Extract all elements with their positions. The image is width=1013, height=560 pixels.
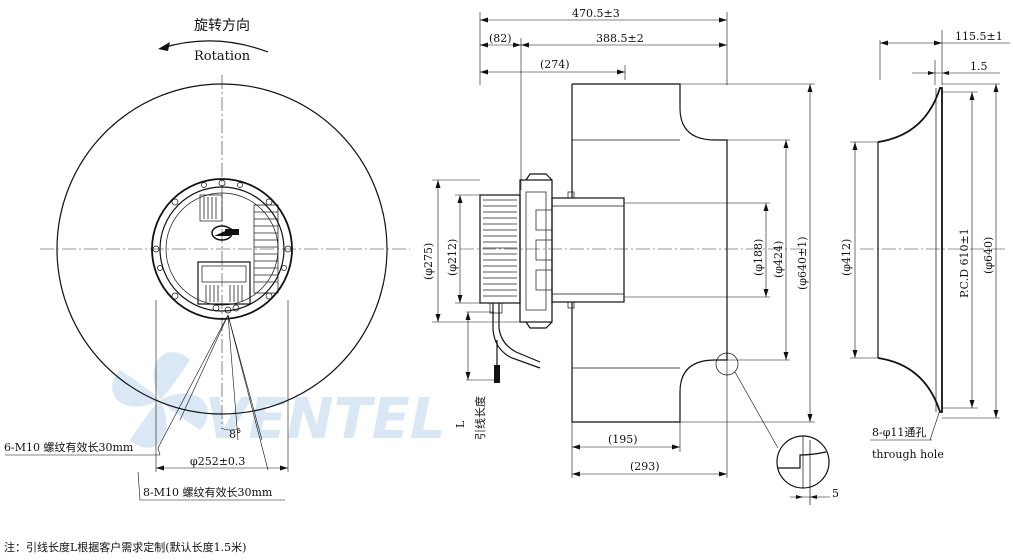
dim-total-length: 470.5±3 bbox=[572, 7, 620, 20]
dia-252-label: φ252±0.3 bbox=[190, 455, 245, 468]
dim-phi-188: (φ188) bbox=[752, 239, 765, 276]
holes-label-cn: 8-φ11通孔 bbox=[872, 426, 926, 439]
dim-82: (82) bbox=[489, 32, 512, 45]
inlet-ring-profile bbox=[877, 87, 943, 413]
rotation-arrow bbox=[161, 40, 269, 53]
dim-phi-424: (φ424) bbox=[772, 241, 785, 278]
impeller-side-profile bbox=[571, 83, 728, 423]
watermark: VENTEL bbox=[112, 352, 446, 452]
dim-phi-640-ring: (φ640) bbox=[982, 237, 995, 274]
dim-293: (293) bbox=[630, 460, 660, 473]
m10-6-label: 6-M10 螺纹有效长30mm bbox=[4, 440, 134, 454]
rotation-label-cn: 旋转方向 bbox=[194, 18, 250, 34]
brand-logo-icon bbox=[211, 225, 239, 241]
dim-phi-275: (φ275) bbox=[422, 243, 435, 280]
front-view: 旋转方向 Rotation bbox=[4, 18, 410, 501]
flange-bolt-holes bbox=[152, 179, 292, 300]
dim-388: 388.5±2 bbox=[596, 32, 644, 45]
impeller-hub bbox=[551, 197, 625, 303]
rotation-label-en: Rotation bbox=[194, 49, 251, 64]
dim-phi-212: (φ212) bbox=[446, 239, 459, 276]
note-text: 注：引线长度L根据客户需求定制(默认长度1.5米) bbox=[4, 540, 246, 554]
dim-phi-412: (φ412) bbox=[840, 239, 853, 276]
motor-heatsink-top bbox=[199, 194, 223, 222]
lead-length-label: 引线长度 bbox=[473, 396, 487, 440]
m10-8-label: 8-M10 螺纹有效长30mm bbox=[143, 485, 273, 499]
dim-1-5: 1.5 bbox=[970, 60, 988, 73]
lead-cable bbox=[492, 303, 541, 369]
rotation-arrow-head bbox=[158, 42, 170, 51]
junction-box bbox=[197, 261, 251, 314]
holes-label-en: through hole bbox=[872, 448, 944, 461]
watermark-fan-icon bbox=[112, 352, 208, 448]
dim-195: (195) bbox=[608, 433, 638, 446]
dim-274: (274) bbox=[540, 58, 570, 71]
side-view: 470.5±3 (82) 388.5±2 (274) bbox=[422, 7, 839, 505]
lead-L-label: L bbox=[454, 420, 467, 428]
dim-phi-640: (φ640±1) bbox=[796, 237, 809, 291]
motor-heatsink-right bbox=[253, 204, 279, 294]
watermark-text: VENTEL bbox=[205, 387, 446, 452]
dim-pcd-610: P.C.D 610±1 bbox=[958, 228, 971, 298]
motor-flange bbox=[151, 178, 293, 320]
dim-115: 115.5±1 bbox=[955, 30, 1003, 43]
angle-8-label: 8° bbox=[229, 428, 242, 441]
ring-view: 115.5±1 1.5 (φ412) P.C.D 610±1 (φ640) 8-… bbox=[840, 30, 1010, 461]
dim-5: 5 bbox=[832, 487, 839, 500]
